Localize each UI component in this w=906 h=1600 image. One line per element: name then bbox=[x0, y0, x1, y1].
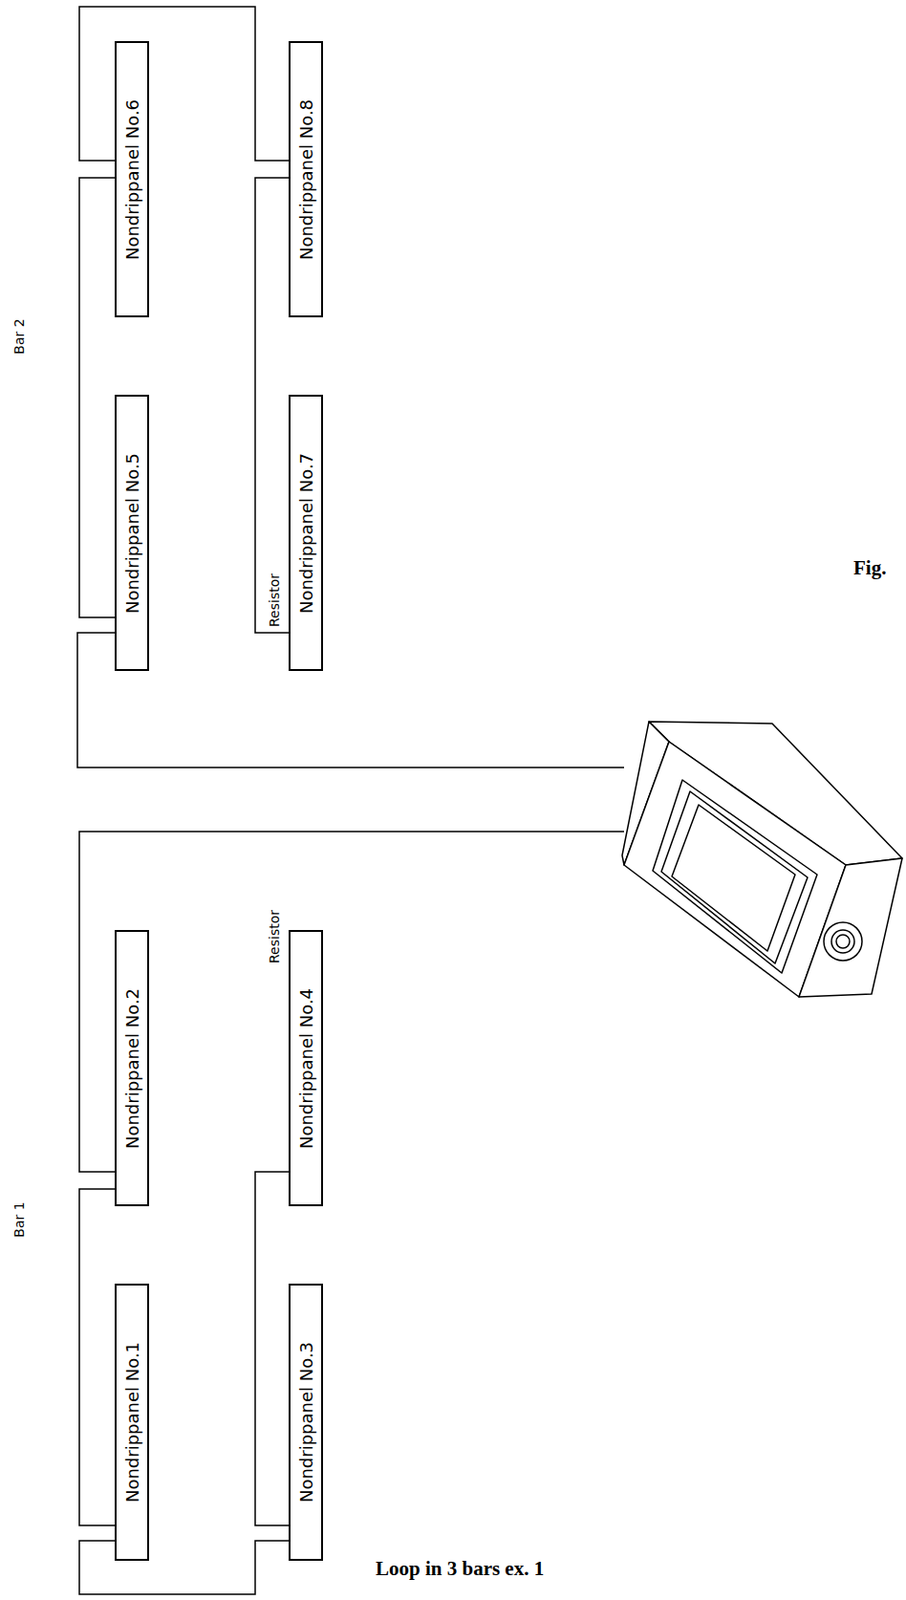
panel-name: Nondrippanel No.5 bbox=[122, 452, 143, 613]
panel-name: Nondrippanel No.3 bbox=[296, 1341, 317, 1503]
controller-unit bbox=[622, 721, 903, 997]
resistor-note: Resistor bbox=[266, 573, 282, 627]
panel-box: Nondrippanel No.5 bbox=[114, 394, 150, 671]
panel-box: Nondrippanel No.7 bbox=[288, 394, 324, 671]
figure-caption: Loop in 3 bars ex. 1 bbox=[375, 1556, 544, 1581]
panel-box: Nondrippanel No.8 bbox=[288, 41, 324, 318]
figure-label: Fig. bbox=[853, 556, 886, 581]
screen bbox=[671, 804, 796, 951]
wire bbox=[77, 632, 625, 768]
panel-name: Nondrippanel No.2 bbox=[122, 987, 143, 1148]
screen-frame bbox=[661, 791, 808, 964]
loop-wire bbox=[255, 177, 289, 633]
panel-name: Nondrippanel No.1 bbox=[122, 1341, 143, 1503]
knob bbox=[836, 934, 850, 949]
panel-name: Nondrippanel No.6 bbox=[122, 98, 143, 259]
loop-wire bbox=[79, 1188, 115, 1526]
panel-box: Nondrippanel No.3 bbox=[288, 1283, 324, 1561]
loop-wire bbox=[79, 177, 115, 618]
panel-box: Nondrippanel No.6 bbox=[114, 41, 150, 318]
bar-label: Bar 2 bbox=[11, 318, 27, 354]
resistor-note: Resistor bbox=[266, 909, 282, 964]
wire bbox=[79, 831, 625, 1172]
panel-name: Nondrippanel No.4 bbox=[296, 987, 317, 1148]
knob bbox=[823, 922, 863, 961]
bar-label: Bar 1 bbox=[11, 1201, 27, 1237]
panel-box: Nondrippanel No.4 bbox=[288, 929, 324, 1207]
loop-wire bbox=[79, 6, 289, 161]
loop-wire bbox=[255, 1171, 289, 1526]
screen-frame bbox=[652, 779, 818, 973]
panel-box: Nondrippanel No.2 bbox=[114, 929, 150, 1207]
panel-name: Nondrippanel No.7 bbox=[296, 452, 317, 613]
knob bbox=[831, 929, 855, 953]
panel-name: Nondrippanel No.8 bbox=[296, 98, 317, 259]
panel-box: Nondrippanel No.1 bbox=[114, 1283, 150, 1561]
loop-wire bbox=[79, 1540, 289, 1595]
controller-wires bbox=[77, 632, 625, 1172]
